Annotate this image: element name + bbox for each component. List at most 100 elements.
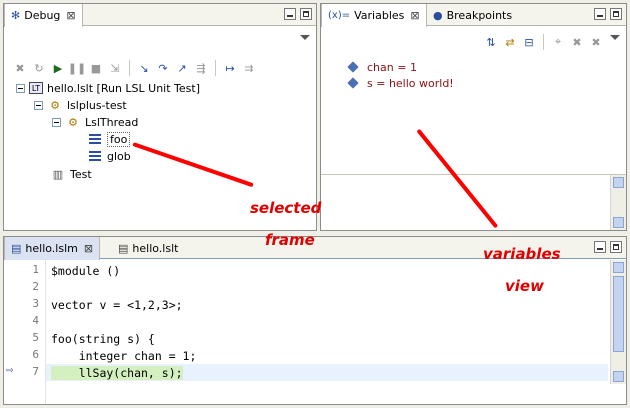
- annotation-label: variables: [483, 245, 561, 263]
- view-menu-icon[interactable]: [610, 35, 620, 40]
- maximize-button[interactable]: [300, 8, 312, 20]
- tree-item-launch[interactable]: LT hello.lslt [Run LSL Unit Test]: [16, 80, 200, 96]
- use-step-filter-icon[interactable]: ⇉: [244, 61, 254, 75]
- line-number: 7: [32, 365, 39, 378]
- minimize-button[interactable]: [594, 8, 606, 20]
- show-type-names-icon[interactable]: ⇅: [486, 35, 496, 49]
- tab-variables[interactable]: (x)= Variables ⊠: [321, 4, 427, 27]
- file-icon: ▤: [118, 241, 129, 255]
- line-number: 4: [32, 314, 39, 327]
- close-icon[interactable]: ⊠: [83, 242, 94, 255]
- file-icon: ▤: [11, 242, 22, 255]
- variables-icon: (x)=: [328, 10, 351, 21]
- annotation-label: frame: [265, 231, 315, 249]
- code-text: vector v = <1,2,3>;: [51, 297, 183, 312]
- scroll-up-icon[interactable]: [613, 262, 624, 273]
- line-number: 5: [32, 331, 39, 344]
- view-menu-icon[interactable]: [300, 35, 310, 40]
- tab-breakpoints-label: Breakpoints: [446, 8, 513, 22]
- view-controls: [284, 8, 312, 20]
- tree-item-label: glob: [107, 149, 131, 163]
- variable-item[interactable]: chan = 1: [347, 59, 417, 75]
- annotation-label: selected: [250, 199, 322, 217]
- editor-scrollbar[interactable]: [610, 260, 626, 384]
- detail-scrollbar[interactable]: [610, 175, 626, 230]
- step-into-icon[interactable]: ↘: [139, 61, 149, 75]
- tab-label: hello.lslm: [25, 242, 78, 255]
- tab-debug[interactable]: ✻ Debug ⊠: [4, 4, 83, 27]
- editor-tabbar: ▤ hello.lslm ⊠ ▤ hello.lslt: [4, 237, 626, 260]
- remove-all-icon[interactable]: ✖: [591, 35, 601, 49]
- variable-icon: [347, 61, 359, 73]
- code-text: $module (): [51, 263, 121, 278]
- variable-label: s = hello world!: [367, 76, 454, 90]
- step-over-icon[interactable]: ↷: [158, 61, 168, 75]
- variable-item[interactable]: s = hello world!: [347, 75, 454, 91]
- code-text: llSay(chan, s);: [51, 365, 183, 380]
- collapse-all-icon[interactable]: ⊟: [524, 35, 534, 49]
- tree-item-frame-foo[interactable]: foo: [87, 131, 131, 147]
- line-number: 2: [32, 280, 39, 293]
- close-icon[interactable]: ⊠: [410, 9, 420, 22]
- remove-all-icon[interactable]: ✖: [15, 61, 25, 75]
- scroll-thumb[interactable]: [613, 276, 624, 352]
- scroll-down-icon[interactable]: [613, 217, 624, 228]
- tree-item-frame-glob[interactable]: glob: [87, 148, 131, 164]
- tab-hello-lslt[interactable]: ▤ hello.lslt: [112, 237, 184, 259]
- code-line: vector v = <1,2,3>;: [51, 296, 608, 313]
- annotation-label: view: [505, 277, 544, 295]
- editor-area: ▤ hello.lslm ⊠ ▤ hello.lslt 1 2 3 4 5 6 …: [3, 236, 627, 405]
- code-text: integer chan = 1;: [51, 348, 197, 363]
- tree-item-target[interactable]: ⚙ lslplus-test: [34, 97, 127, 113]
- tree-item-label: lslplus-test: [67, 98, 127, 112]
- resume-icon[interactable]: ▶: [53, 61, 63, 75]
- collapse-icon[interactable]: [34, 100, 43, 110]
- view-controls: [594, 241, 622, 253]
- maximize-button[interactable]: [610, 241, 622, 253]
- collapse-icon[interactable]: [16, 83, 25, 93]
- debug-view: ✻ Debug ⊠ ✖ ↻ ▶ ❚❚ ■ ⇲ ↘ ↷ ↗ ⇶ ↦ ⇉ LT he…: [3, 3, 317, 231]
- tab-variables-label: Variables: [354, 9, 405, 22]
- relaunch-icon[interactable]: ↻: [34, 61, 44, 75]
- tab-hello-lslm[interactable]: ▤ hello.lslm ⊠: [4, 237, 101, 260]
- scroll-up-icon[interactable]: [613, 177, 624, 188]
- instruction-pointer-icon: ⇨: [6, 366, 14, 376]
- code-line: foo(string s) {: [51, 330, 608, 347]
- debug-target-icon: ⚙: [50, 98, 60, 112]
- variables-view: (x)= Variables ⊠ ● Breakpoints ⇅ ⇄ ⊟ ⌖ ✖…: [320, 3, 627, 231]
- terminate-icon[interactable]: ■: [90, 61, 102, 75]
- tree-item-process[interactable]: ▥ Test: [50, 166, 92, 182]
- step-filters-icon[interactable]: ↦: [225, 61, 235, 75]
- minimize-button[interactable]: [594, 241, 606, 253]
- maximize-button[interactable]: [610, 8, 622, 20]
- variables-toolbar: ⇅ ⇄ ⊟ ⌖ ✖ ✖: [483, 30, 604, 54]
- show-logical-structure-icon[interactable]: ⇄: [505, 35, 515, 49]
- toolbar-separator: [543, 34, 544, 50]
- new-watch-icon[interactable]: ⌖: [554, 35, 562, 48]
- code-line: [51, 313, 608, 330]
- minimize-button[interactable]: [284, 8, 296, 20]
- tree-item-label: LslThread: [85, 115, 139, 129]
- remove-icon[interactable]: ✖: [572, 35, 582, 49]
- toolbar-separator: [129, 60, 130, 76]
- variable-label: chan = 1: [367, 60, 417, 74]
- tree-item-thread[interactable]: ⚙ LslThread: [52, 114, 138, 130]
- debug-tabbar: ✻ Debug ⊠: [4, 4, 316, 27]
- tree-item-label: hello.lslt [Run LSL Unit Test]: [47, 81, 200, 95]
- line-number: 1: [32, 263, 39, 276]
- drop-to-frame-icon[interactable]: ⇶: [196, 61, 206, 75]
- launch-icon: LT: [29, 82, 43, 94]
- scroll-down-icon[interactable]: [613, 371, 624, 382]
- breakpoints-icon: ●: [433, 8, 443, 22]
- suspend-icon[interactable]: ❚❚: [67, 61, 87, 75]
- close-icon[interactable]: ⊠: [66, 9, 76, 22]
- step-return-icon[interactable]: ↗: [177, 61, 187, 75]
- line-number: 6: [32, 348, 39, 361]
- thread-icon: ⚙: [68, 115, 78, 129]
- disconnect-icon[interactable]: ⇲: [110, 61, 120, 75]
- stack-frame-icon: [87, 132, 103, 146]
- code-editor[interactable]: 1 2 3 4 5 6 7 ⇨ $module () vector v = <1…: [4, 260, 626, 404]
- collapse-icon[interactable]: [52, 117, 61, 127]
- tab-breakpoints[interactable]: ● Breakpoints: [427, 4, 518, 26]
- variables-tabbar: (x)= Variables ⊠ ● Breakpoints: [321, 4, 626, 27]
